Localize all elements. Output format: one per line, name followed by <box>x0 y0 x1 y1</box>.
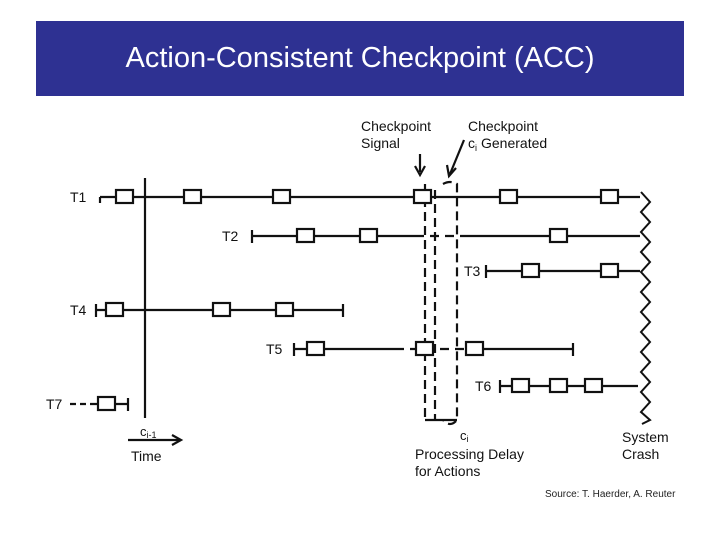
checkpoint-signal-label-2: Signal <box>361 135 400 151</box>
t5-action-box <box>464 340 485 357</box>
t7-label: T7 <box>46 396 63 412</box>
t3-action-box <box>599 262 620 279</box>
t1-action-box <box>412 188 433 205</box>
t4-action-box <box>211 301 232 318</box>
t1-action-box <box>599 188 620 205</box>
checkpoint-generated-arrow-head <box>445 164 457 179</box>
t1-action-box <box>182 188 203 205</box>
prev-checkpoint-label: ci-1 <box>140 424 157 440</box>
checkpoint-generated-label: Checkpoint <box>468 118 538 134</box>
processing-delay-label: Processing Delay <box>415 446 524 462</box>
time-arrow-head <box>171 434 184 446</box>
t4-label: T4 <box>70 302 87 318</box>
t4-action-box <box>274 301 295 318</box>
t1-action-box <box>498 188 519 205</box>
t2-action-box <box>295 227 316 244</box>
t5-action-box <box>305 340 326 357</box>
t5-label: T5 <box>266 341 283 357</box>
t1-action-box <box>114 188 135 205</box>
source-citation: Source: T. Haerder, A. Reuter <box>545 489 676 500</box>
t7-action-box <box>96 395 117 412</box>
t2-action-box <box>548 227 569 244</box>
t6-action-box <box>510 377 531 394</box>
t6-label: T6 <box>475 378 492 394</box>
t2-action-box <box>358 227 379 244</box>
system-crash-zigzag <box>639 191 652 425</box>
checkpoint-generated-arrow <box>448 139 466 175</box>
t4-action-box <box>104 301 125 318</box>
system-crash-label-2: Crash <box>622 446 659 462</box>
t3-action-box <box>520 262 541 279</box>
processing-delay-label-2: for Actions <box>415 463 480 479</box>
delay-right-dash <box>442 180 459 426</box>
t6-action-box <box>548 377 569 394</box>
ci-label: ci <box>460 428 469 444</box>
t1-action-box <box>271 188 292 205</box>
t3-label: T3 <box>464 263 481 279</box>
title-bar: Action-Consistent Checkpoint (ACC) <box>36 21 684 96</box>
t1-label: T1 <box>70 189 87 205</box>
system-crash-label: System <box>622 429 669 445</box>
checkpoint-signal-arrow-head <box>414 165 426 178</box>
slide-title: Action-Consistent Checkpoint (ACC) <box>125 42 595 74</box>
time-label: Time <box>131 448 162 464</box>
checkpoint-signal-label: Checkpoint <box>361 118 431 134</box>
t6-action-box <box>583 377 604 394</box>
t2-label: T2 <box>222 228 239 244</box>
t5-action-box <box>414 340 435 357</box>
